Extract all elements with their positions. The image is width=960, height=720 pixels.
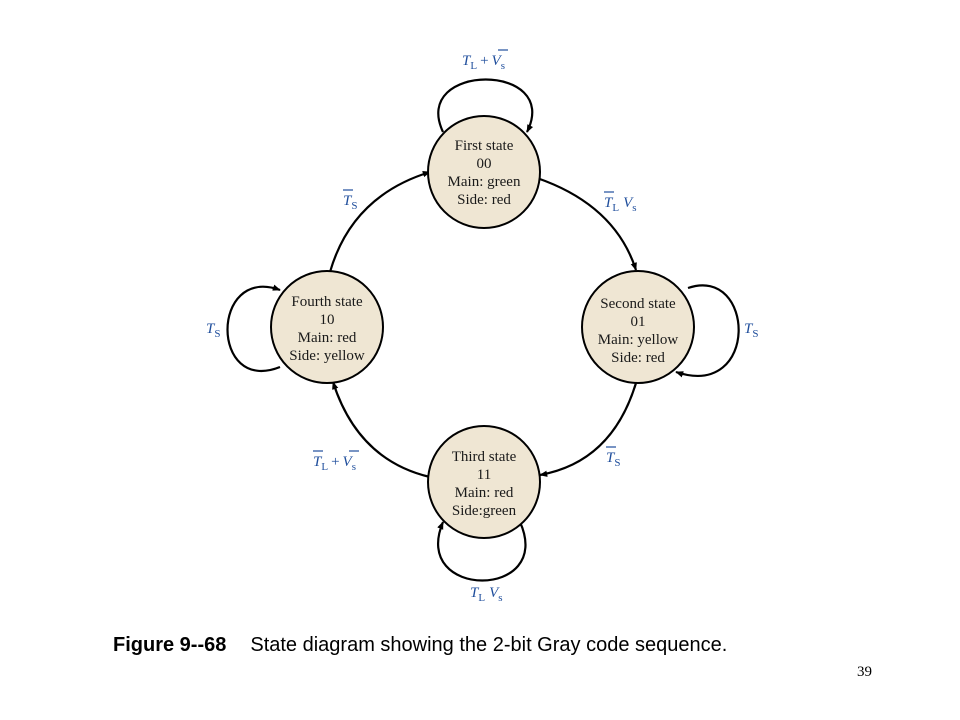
state-second: Second state 01 Main: yellow Side: red	[581, 270, 695, 384]
state-fourth-code: 10	[320, 312, 335, 328]
state-first-name: First state	[455, 138, 514, 154]
svg-text:TL+Vs: TL+Vs	[313, 454, 356, 473]
svg-text:TS: TS	[606, 450, 620, 469]
state-third: Third state 11 Main: red Side:green	[427, 425, 541, 539]
state-third-side: Side:green	[452, 503, 517, 519]
state-first: First state 00 Main: green Side: red	[427, 115, 541, 229]
figure-caption: Figure 9--68 State diagram showing the 2-…	[113, 634, 727, 657]
arc-second-to-third	[539, 382, 638, 477]
svg-text:TS: TS	[206, 321, 220, 340]
state-fourth-name: Fourth state	[291, 294, 363, 310]
loop-fourth-self	[226, 284, 281, 372]
page-number: 39	[857, 664, 872, 680]
loop-second-self	[675, 284, 740, 378]
state-first-side: Side: red	[457, 192, 511, 208]
label-fourth-self: TS	[206, 321, 220, 340]
arc-first-to-second	[536, 176, 638, 271]
state-first-main: Main: green	[448, 174, 521, 190]
state-second-main: Main: yellow	[598, 332, 679, 348]
state-third-main: Main: red	[455, 485, 514, 501]
loop-third-self	[437, 521, 527, 582]
state-second-name: Second state	[600, 296, 676, 312]
arc-third-to-fourth	[331, 381, 431, 479]
state-first-code: 00	[477, 156, 492, 172]
svg-text:TL+Vs: TL+Vs	[462, 53, 505, 72]
label-second-to-third: TS	[606, 446, 620, 469]
state-second-code: 01	[631, 314, 646, 330]
state-third-name: Third state	[452, 449, 517, 465]
arc-fourth-to-first	[328, 170, 431, 273]
state-fourth-side: Side: yellow	[289, 348, 365, 364]
state-third-code: 11	[477, 467, 491, 483]
state-second-side: Side: red	[611, 350, 665, 366]
label-third-to-fourth: TL+Vs	[313, 450, 359, 473]
figure-number: Figure 9--68	[113, 634, 227, 656]
state-fourth-main: Main: red	[298, 330, 357, 346]
figure-caption-text: State diagram showing the 2-bit Gray cod…	[250, 634, 728, 656]
svg-text:TS: TS	[343, 193, 357, 212]
label-fourth-to-first: TS	[343, 189, 357, 212]
svg-text:TS: TS	[744, 321, 758, 340]
loop-first-self	[437, 78, 534, 133]
state-fourth: Fourth state 10 Main: red Side: yellow	[270, 270, 384, 384]
label-second-self: TS	[744, 321, 758, 340]
label-first-self: TL+Vs	[462, 49, 508, 72]
